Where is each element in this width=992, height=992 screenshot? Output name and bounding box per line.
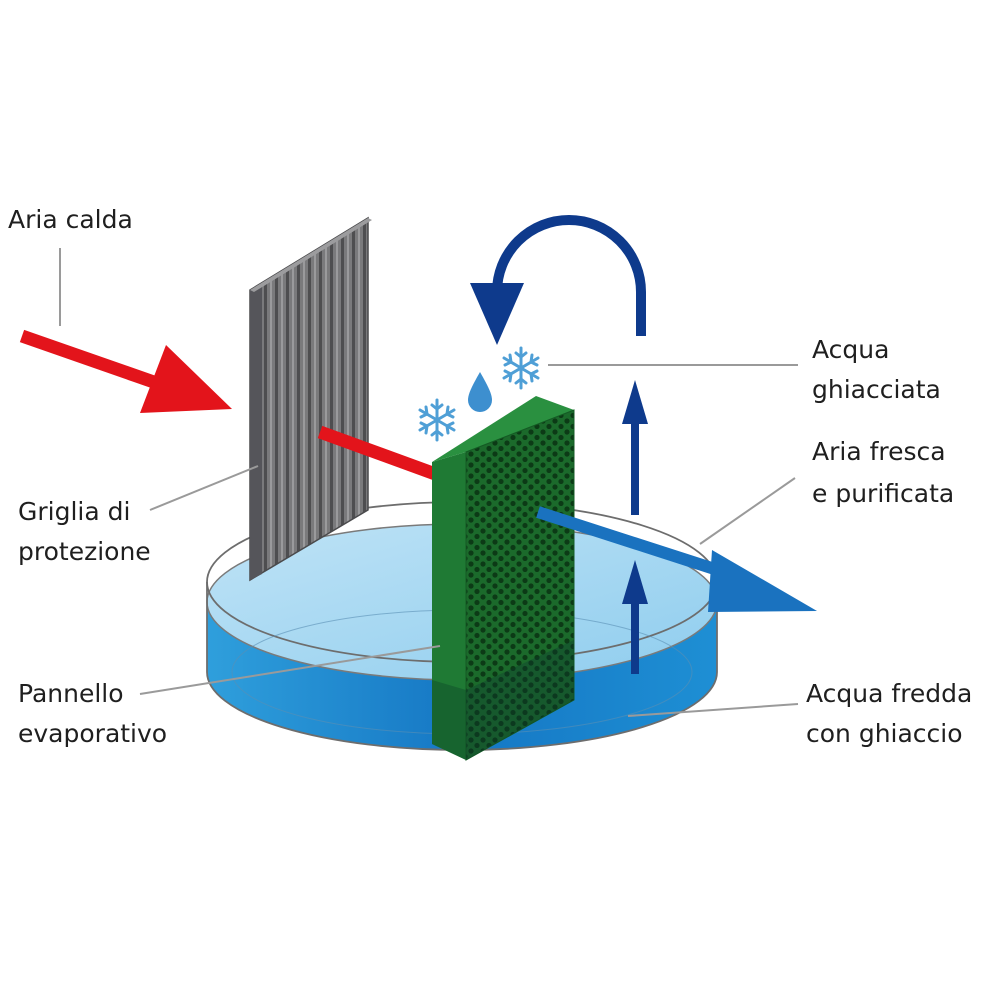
label-griglia-line1: Griglia di: [18, 497, 130, 526]
snowflake-icon: [502, 346, 540, 390]
cool-air-arrow: [536, 506, 817, 612]
label-griglia-line2: protezione: [18, 537, 151, 566]
snowflake-icon: [418, 398, 456, 442]
evaporative-panel: [432, 396, 575, 761]
leader-lines: [59, 248, 799, 717]
water-drop-icon: [468, 372, 492, 412]
label-aria-fresca-line1: Aria fresca: [812, 437, 946, 466]
leader-griglia: [149, 465, 259, 511]
water-circulation-arrows: [470, 215, 648, 674]
hot-air-arrow: [19, 329, 232, 413]
label-acqua-ghiacciata-line2: ghiacciata: [812, 375, 941, 404]
label-pannello-line1: Pannello: [18, 679, 124, 708]
hot-air-through-grille: [317, 425, 441, 482]
leader-pannello: [139, 645, 441, 695]
leader-aria-fresca: [699, 477, 796, 545]
leader-acqua-fredda: [627, 703, 799, 717]
label-acqua-fredda-line2: con ghiaccio: [806, 719, 963, 748]
label-acqua-fredda-line1: Acqua fredda: [806, 679, 972, 708]
label-acqua-ghiacciata-line1: Acqua: [812, 335, 889, 364]
label-aria-calda: Aria calda: [8, 205, 133, 234]
label-pannello-line2: evaporativo: [18, 719, 167, 748]
label-aria-fresca-line2: e purificata: [812, 479, 954, 508]
water-tray-side: [207, 602, 717, 750]
protection-grille: [249, 216, 372, 582]
